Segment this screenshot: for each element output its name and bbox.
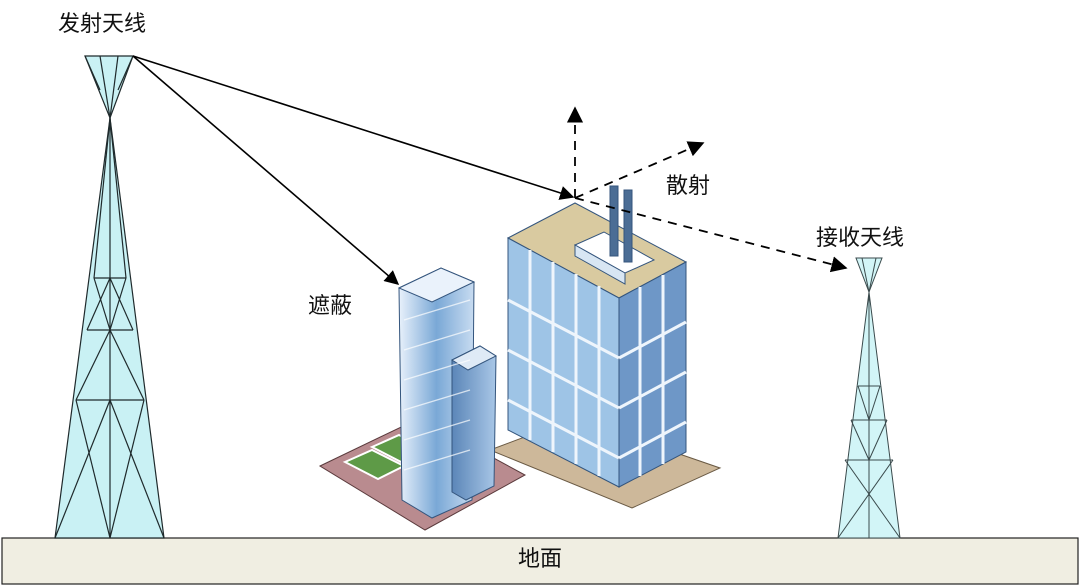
direct-ray-to-shielding-building — [132, 55, 400, 285]
skyscraper-floor-lines — [403, 299, 471, 471]
receive-tower-icon — [837, 257, 901, 539]
office-building-frame — [507, 250, 687, 476]
ground-label: 地面 — [517, 547, 562, 572]
scattered-rays — [566, 106, 848, 273]
receive-antenna-label: 接收天线 — [816, 226, 905, 251]
shielding-label: 遮蔽 — [308, 294, 353, 319]
scattering-label: 散射 — [666, 174, 711, 199]
ground-bar — [1, 537, 1079, 585]
direct-ray-to-scatter-point — [132, 55, 575, 200]
skyscraper-icon — [397, 267, 498, 519]
transmit-tower-icon — [54, 55, 165, 539]
transmit-antenna-label: 发射天线 — [58, 12, 147, 37]
